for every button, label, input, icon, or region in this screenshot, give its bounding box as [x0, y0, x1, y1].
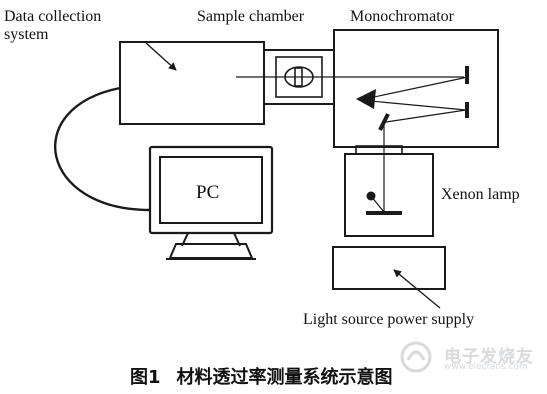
monochromator-box	[333, 29, 499, 148]
figure-caption: 图1 材料透过率测量系统示意图	[130, 363, 393, 389]
data-collection-label: Data collection system	[4, 8, 101, 44]
watermark-logo-icon	[400, 341, 432, 373]
beam-zigzag	[359, 76, 469, 111]
pc-monitor-screen	[159, 156, 263, 224]
data-cable	[53, 86, 151, 212]
figure-title: 材料透过率测量系统示意图	[176, 367, 393, 388]
figure-number: 图1	[130, 367, 161, 388]
xenon-lamp-label: Xenon lamp	[441, 186, 520, 203]
monochromator-label: Monochromator	[350, 8, 454, 25]
data-collection-label-line1: Data collection	[4, 8, 102, 25]
watermark-text: 电子发烧友	[444, 347, 534, 367]
grating-arrowhead	[356, 89, 376, 109]
sample-chamber-label: Sample chamber	[197, 8, 305, 25]
power-supply-pointer-arrow	[393, 269, 441, 309]
data-collection-label-line2: system	[4, 26, 49, 43]
xenon-lamp-box	[344, 153, 434, 237]
site-watermark: 电子发烧友 www.elecfans.com	[398, 338, 540, 376]
power-supply-box	[332, 246, 446, 290]
watermark-subtext: www.elecfans.com	[444, 362, 528, 372]
data-collection-pointer-arrow	[145, 42, 177, 71]
lamp-bulb-link	[370, 195, 385, 213]
pc-monitor-bezel	[148, 145, 274, 235]
data-collection-box	[119, 41, 265, 125]
light-source-power-supply-label: Light source power supply	[303, 311, 475, 328]
pc-label: PC	[196, 182, 220, 203]
beam-to-bottom-mirror	[385, 109, 467, 123]
